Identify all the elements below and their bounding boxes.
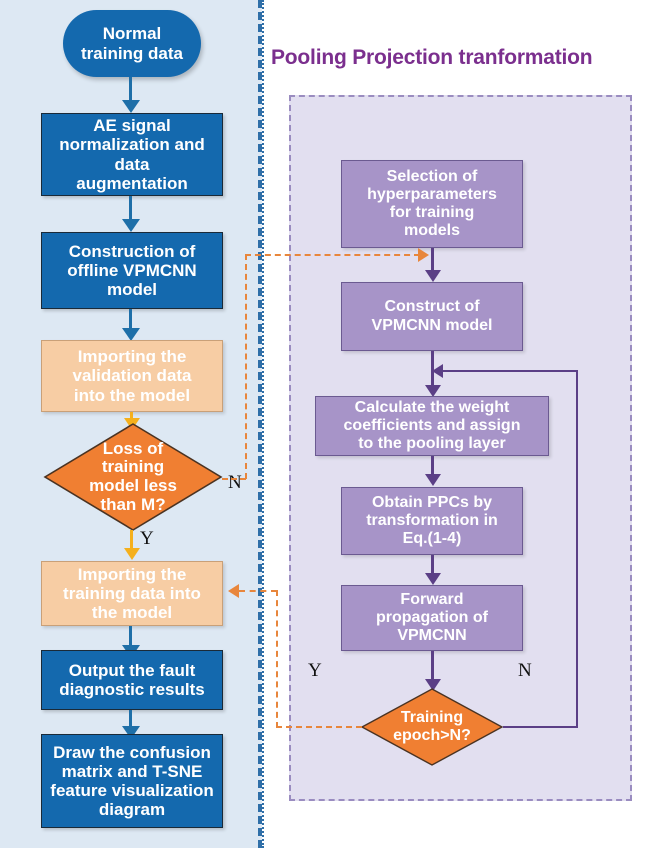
- connector-step1-to-step2: [129, 196, 132, 222]
- arrowhead-feedback2: [228, 584, 239, 598]
- node-draw-confusion-matrix: Draw the confusion matrix and T-SNE feat…: [41, 734, 223, 828]
- connector-r5-to-decision: [431, 651, 434, 684]
- decision-training-epoch: Training epoch>N?: [361, 688, 503, 766]
- diamond-shape-icon: [43, 423, 223, 531]
- branch-label-no-right: N: [518, 660, 532, 681]
- left-panel-divider: [258, 0, 262, 848]
- arrowhead-step1-to-step2: [122, 219, 140, 232]
- arrowhead-step2-to-step3: [122, 328, 140, 341]
- pooling-projection-title: Pooling Projection tranformation: [271, 46, 593, 69]
- feedback2-segment-to-left: [239, 590, 277, 592]
- loopback-segment-top: [442, 370, 578, 372]
- diamond-shape-icon-2: [361, 688, 503, 766]
- decision-loss-label: Loss of training model less than M?: [89, 438, 177, 514]
- arrowhead-r5-to-decision: [425, 679, 441, 691]
- arrowhead-start-to-step1: [122, 100, 140, 113]
- connector-r4-to-r5: [431, 555, 434, 578]
- arrowhead-r3-to-r4: [425, 474, 441, 486]
- arrowhead-r1-to-r2: [425, 270, 441, 282]
- loopback-segment-bottom: [503, 726, 578, 728]
- feedback1-segment-vertical: [245, 254, 247, 479]
- arrowhead-feedback1: [418, 248, 429, 262]
- connector-r1-to-r2: [431, 248, 434, 273]
- decision-loss-of-training-model: Loss of training model less than M?: [43, 422, 223, 532]
- connector-step5-to-step6: [129, 710, 132, 729]
- arrowhead-loopback: [432, 364, 443, 378]
- branch-label-no-left: N: [228, 472, 242, 493]
- node-output-fault-diagnostic-results: Output the fault diagnostic results: [41, 650, 223, 710]
- feedback1-segment-to-right: [245, 254, 420, 256]
- decision-epoch-label: Training epoch>N?: [393, 709, 471, 744]
- connector-r3-to-r4: [431, 456, 434, 479]
- arrowhead-decision-to-step4: [124, 548, 140, 560]
- branch-label-yes-left: Y: [140, 528, 154, 549]
- node-construct-vpmcnn-model: Construct of VPMCNN model: [341, 282, 523, 351]
- arrowhead-r2-to-r3: [425, 385, 441, 397]
- feedback2-segment-vertical: [276, 590, 278, 728]
- node-normal-training-data: Normal training data: [63, 10, 201, 77]
- node-forward-propagation: Forward propagation of VPMCNN: [341, 585, 523, 651]
- loopback-segment-right: [576, 371, 578, 728]
- node-ae-signal-normalization: AE signal normalization and data augment…: [41, 113, 223, 196]
- connector-decision-to-step4: [130, 530, 133, 552]
- arrowhead-r4-to-r5: [425, 573, 441, 585]
- node-selection-of-hyperparameters: Selection of hyperparameters for trainin…: [341, 160, 523, 248]
- node-calculate-weight-coefficients: Calculate the weight coefficients and as…: [315, 396, 549, 456]
- branch-label-yes-right: Y: [308, 660, 322, 681]
- left-panel-divider-dots: [262, 0, 266, 848]
- node-importing-training-data: Importing the training data into the mod…: [41, 561, 223, 626]
- node-obtain-ppcs: Obtain PPCs by transformation in Eq.(1-4…: [341, 487, 523, 555]
- connector-start-to-step1: [129, 77, 132, 103]
- connector-step2-to-step3: [129, 309, 132, 331]
- connector-step4-to-step5: [129, 626, 132, 648]
- node-importing-validation-data: Importing the validation data into the m…: [41, 340, 223, 412]
- feedback2-segment-from-diamond: [276, 726, 362, 728]
- node-construction-offline-vpmcnn: Construction of offline VPMCNN model: [41, 232, 223, 309]
- feedback1-segment-from-diamond: [222, 478, 246, 480]
